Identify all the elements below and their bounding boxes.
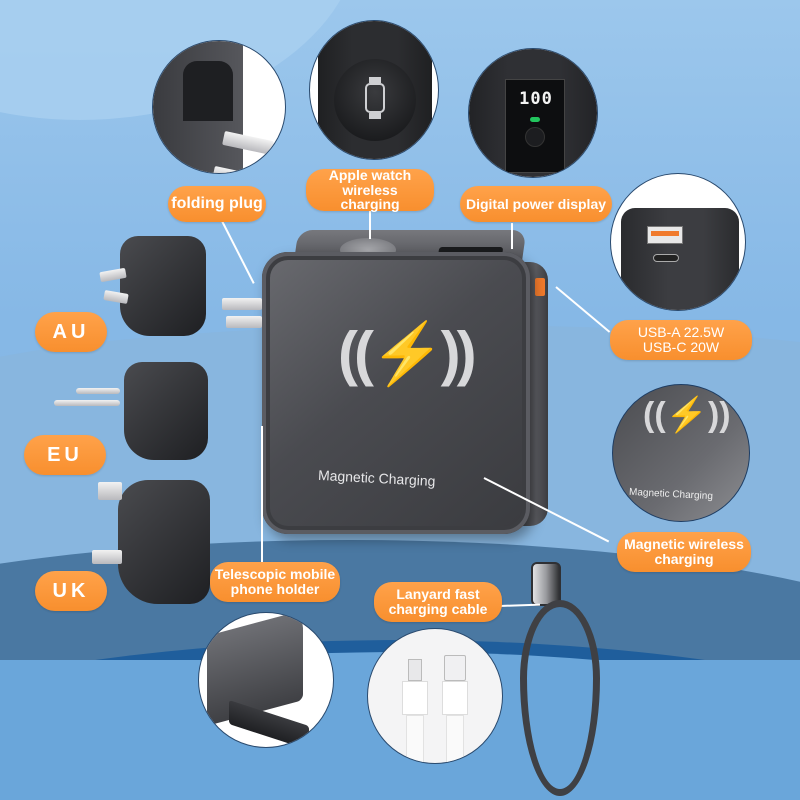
leader-line [369,211,371,239]
device-plug-prong [222,298,262,310]
phone-holder-detail-circle [198,612,334,748]
region-label-eu: EU [24,435,106,475]
usb-c-port-icon [653,254,679,262]
magnetic-detail-label: Magnetic Charging [628,486,714,503]
magnetic-wireless-callout: Magnetic wireless charging [617,532,751,572]
power-button [525,127,545,147]
led-indicator [530,117,540,122]
magnetic-charging-detail-circle: ((⚡)) Magnetic Charging [612,384,750,522]
leader-line [511,223,513,249]
uk-prong [98,482,122,500]
usb-a-port-icon [647,226,683,244]
digital-display-detail-circle: 100 [468,48,598,178]
leader-line [261,426,263,566]
region-label-uk: UK [35,571,107,611]
lanyard-connector [531,562,561,606]
lanyard-cable-callout: Lanyard fast charging cable [374,582,502,622]
au-plug-adapter [120,236,206,336]
apple-watch-detail-circle [309,20,439,160]
region-label-au: AU [35,312,107,352]
digital-display-callout: Digital power display [460,186,612,222]
wireless-charging-icon: ((⚡)) [643,396,731,434]
eu-prong [54,400,120,406]
uk-plug-adapter [118,480,210,604]
watch-icon [365,83,385,113]
lightning-connector-icon [408,659,422,681]
cable-connectors-detail-circle [367,628,503,764]
folding-plug-callout: folding plug [168,186,266,222]
eu-plug-adapter [124,362,208,460]
usb-c-connector-icon [444,655,466,681]
eu-prong [76,388,120,394]
device-wireless-icon: ((⚡)) [338,320,477,387]
lanyard-cable [520,600,600,796]
power-bank-device [262,252,530,534]
phone-holder-callout: Telescopic mobile phone holder [210,562,340,602]
uk-prong [92,550,122,564]
device-usb-port [535,278,545,296]
battery-percentage-display: 100 [519,89,553,109]
device-plug-prong [226,316,262,328]
usb-ports-detail-circle [610,173,746,311]
apple-watch-callout: Apple watch wireless charging [306,168,434,212]
usb-ports-callout: USB-A 22.5W USB-C 20W [610,320,752,360]
folding-plug-detail-circle [152,40,286,174]
